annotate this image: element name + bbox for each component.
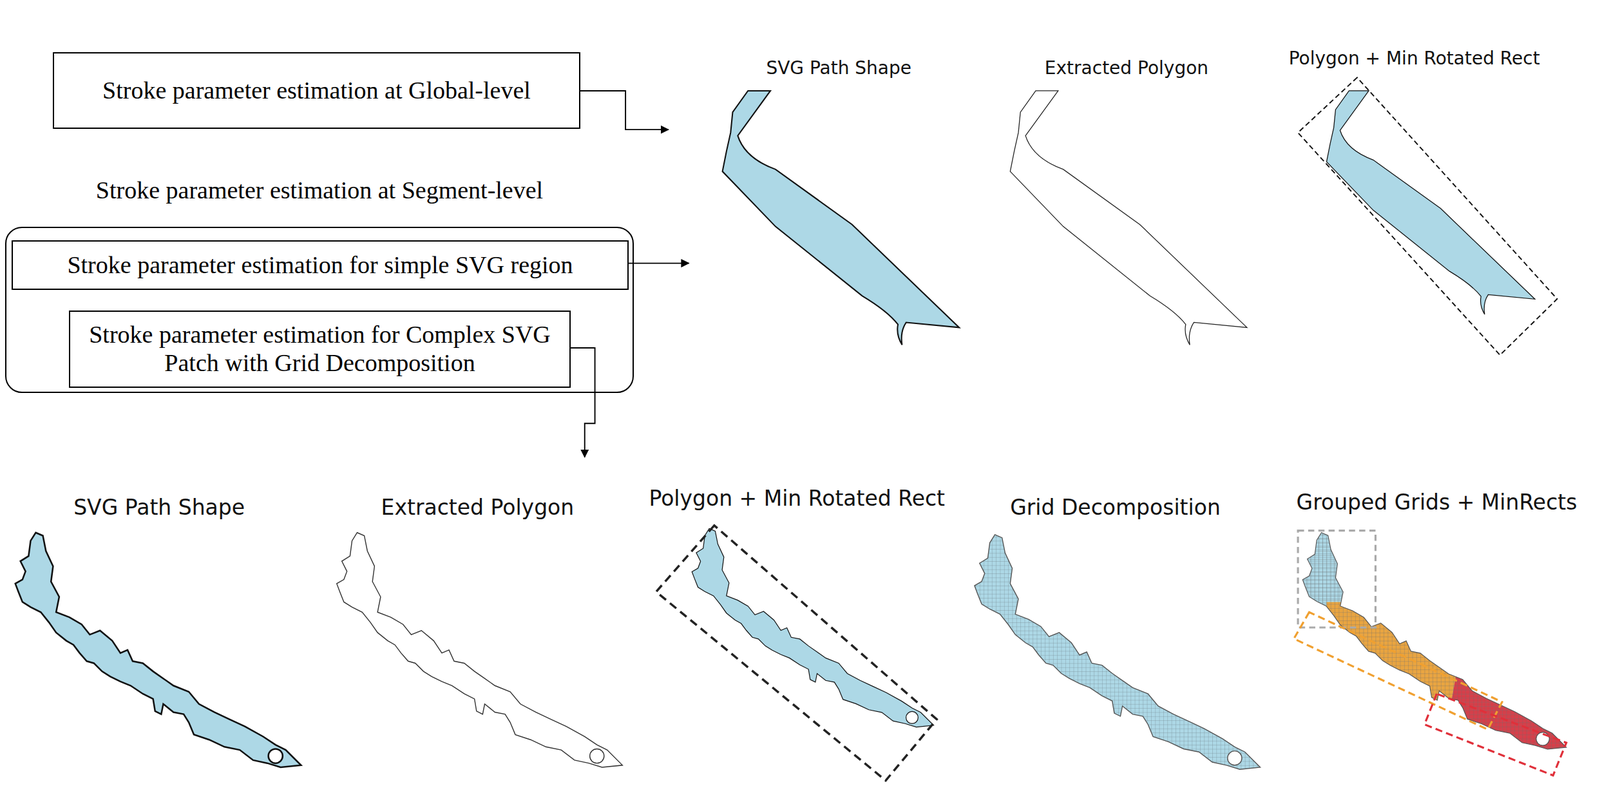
panel-title: SVG Path Shape	[765, 56, 912, 78]
min-rotated-rect	[656, 525, 938, 781]
leader-arrow	[569, 347, 596, 457]
orange-min-rect	[1294, 611, 1503, 730]
leader-arrow	[579, 90, 669, 130]
panel-title: Polygon + Min Rotated Rect	[648, 485, 945, 511]
grouped-grids	[1302, 532, 1566, 750]
panel-title: Grouped Grids + MinRects	[1296, 489, 1578, 515]
grid-lines	[1285, 520, 1592, 786]
simple-region-box: Stroke parameter estimation for simple S…	[11, 240, 629, 290]
box-label: Stroke parameter estimation at Global-le…	[102, 76, 531, 105]
panel-title: Grid Decomposition	[1009, 494, 1221, 520]
leader-arrows	[569, 90, 689, 458]
group-heading: Stroke parameter estimation at Segment-l…	[6, 176, 633, 205]
panel-title: Extracted Polygon	[1044, 56, 1209, 78]
panel-title: SVG Path Shape	[73, 494, 245, 520]
extracted-polygon	[1009, 90, 1248, 345]
box-label: Stroke parameter estimation for simple S…	[66, 251, 573, 280]
leader-arrow	[627, 262, 689, 265]
grid-decomposition	[974, 534, 1261, 770]
red-min-rect	[1424, 693, 1567, 776]
box-label: Stroke parameter estimation for Complex …	[79, 320, 561, 377]
panel-title: Polygon + Min Rotated Rect	[1288, 47, 1541, 69]
segment-level-group: Stroke parameter estimation at Segment-l…	[5, 226, 634, 393]
global-level-box: Stroke parameter estimation at Global-le…	[52, 52, 581, 129]
grouped-outline	[1302, 532, 1566, 750]
polygon-shape	[691, 528, 934, 727]
min-rotated-rect	[1297, 77, 1557, 355]
polygon-shape	[1326, 90, 1535, 315]
panel-title: Extracted Polygon	[381, 494, 575, 520]
svg-path-shape	[722, 90, 960, 345]
grid-groups	[1285, 520, 1592, 786]
svg-path-shape	[15, 532, 302, 768]
complex-patch-box: Stroke parameter estimation for Complex …	[68, 310, 571, 388]
extracted-polygon	[336, 532, 623, 768]
